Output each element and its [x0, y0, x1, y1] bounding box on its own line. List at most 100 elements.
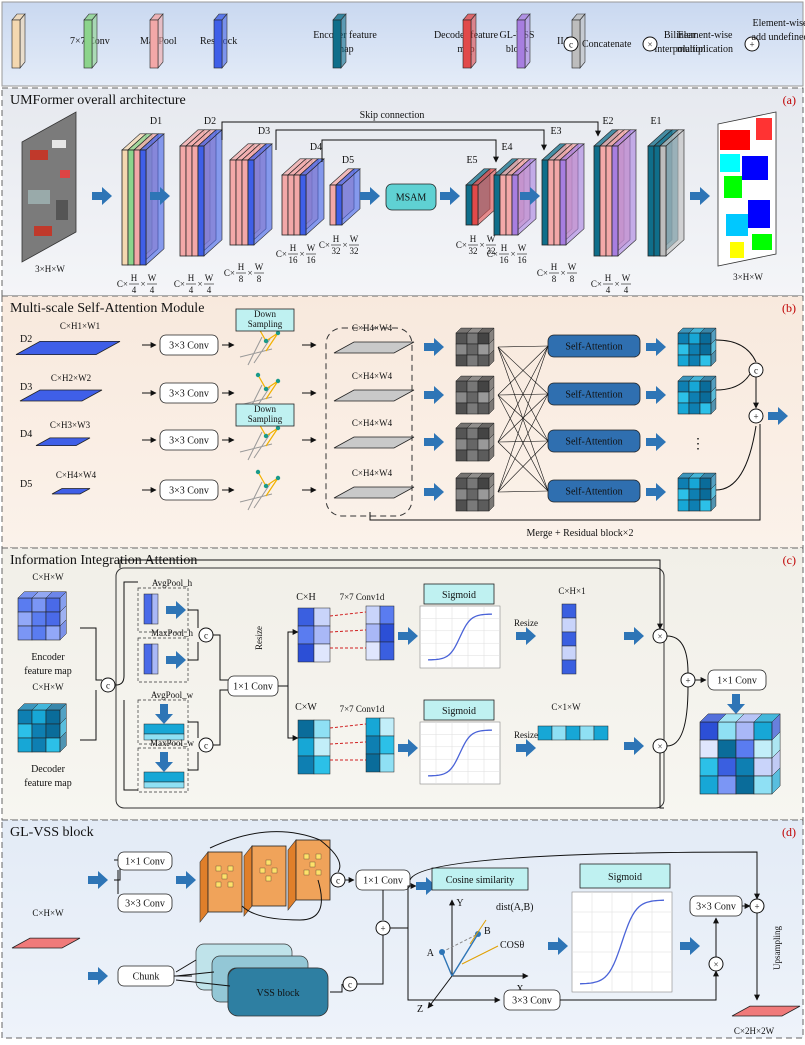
iia-arrow-h-sigmoid: [398, 627, 418, 645]
legend-swatch-glvss-side: [470, 13, 477, 69]
msa-scaled-plane-D5: [333, 486, 415, 499]
glvss-skip-top: [209, 831, 341, 873]
e5-layer-1: [471, 184, 479, 226]
d3-layer-3: [247, 159, 255, 246]
d4-layer-3: [299, 174, 307, 236]
msa-gray-cube-D3-side-2: [488, 397, 495, 415]
glvss-conv1x1-b-label: 1×1 Conv: [363, 876, 403, 887]
glvss-vss-out: [330, 984, 343, 993]
e2-dim-times: ×: [614, 279, 619, 289]
glvss-skip-to-add: [409, 851, 760, 900]
iia-ch1-cell-0: [561, 603, 577, 619]
e2-layer-2: [605, 145, 613, 257]
d1-dim-den1: 4: [132, 285, 137, 295]
e3-dim-times: ×: [560, 268, 565, 278]
msa-gray-cube-D2-front-2-2: [477, 354, 490, 367]
iia-decoder-cube-front-1-1: [31, 723, 47, 739]
glvss-feature-map-side-1: [243, 845, 253, 917]
msa-conv-D2-label: 3×3 Conv: [169, 341, 209, 352]
msa-gray-cube-D5-front-0-0: [455, 477, 468, 490]
msa-gray-cube-D2-front-0-2: [477, 332, 490, 345]
msa-gray-cube-D3-front-0-2: [477, 380, 490, 393]
glvss-to-conv3c: [407, 928, 501, 1003]
iia-encoder-cube-front-1-1: [31, 611, 47, 627]
d2-layer-2: [191, 145, 199, 257]
glvss-kernel-dot-0-1-1: [221, 873, 228, 880]
skip-connection-label: Skip connection: [360, 110, 425, 121]
iia-encoder-cube-front-0-1: [31, 597, 47, 613]
msa-scaled-dim-D4: C×H4×W4: [352, 418, 393, 428]
glvss-feature-map-0: [207, 851, 243, 913]
iia-pool-strip2-0: [151, 593, 159, 625]
e4-dim-num1: H: [501, 243, 508, 253]
iia-cw-cell-2-0: [297, 755, 315, 775]
legend-mult-op-symbol: ×: [647, 40, 652, 50]
glvss-dist-label: dist(A,B): [496, 902, 534, 913]
legend-swatch-encoder: [213, 19, 223, 69]
iia-pool-label-2: AvgPool_w: [151, 690, 194, 700]
iia-resize-label: Resize: [254, 626, 264, 650]
glvss-conv3c-to-mult: [560, 970, 719, 1001]
iia-conv-link-w-1: [329, 741, 367, 745]
d3-layer-0: [229, 159, 237, 246]
d2-layer-0: [179, 145, 187, 257]
msa-down-box-D4: [235, 403, 295, 427]
msa-attn-link-0-0: [497, 345, 549, 348]
d2-dim-den1: 4: [189, 285, 194, 295]
msa-gray-cube-D5-front-2-2: [477, 499, 490, 512]
d5-dim-num1: H: [333, 234, 340, 244]
arrow-d1-d2: [150, 187, 170, 205]
panel-a-title: UMFormer overall architecture: [10, 93, 186, 108]
msa-add-op-symbol: +: [753, 412, 758, 422]
msa-attn-link-3-3: [497, 490, 549, 493]
msa-out-cube-D5-front-0-1: [688, 477, 701, 490]
iia-output-cube-front-1-1: [717, 739, 737, 759]
iia-c1w-cell-0: [537, 725, 553, 741]
iia-conv-link-h-1: [329, 629, 367, 633]
msa-conv-D3-label: 3×3 Conv: [169, 389, 209, 400]
msa-down-label-D2-l2: Sampling: [248, 319, 283, 329]
msa-scaled-plane-D4: [333, 436, 415, 449]
iia-encoder-cube-front-0-2: [45, 597, 61, 613]
iia-conv-link-w-0: [329, 723, 367, 729]
iia-concat-h-symbol: c: [204, 631, 208, 641]
glvss-out-dim: C×2H×2W: [734, 1026, 775, 1036]
iia-pool-label-3: MaxPool_w: [150, 738, 195, 748]
d3-dim-den2: 8: [257, 274, 262, 284]
glvss-kernel-dot-2-0-0: [303, 853, 310, 860]
d5-dim-den1: 32: [332, 246, 341, 256]
msa-gray-cube-D3-front-2-0: [455, 402, 468, 415]
skip-d2-e2: [221, 121, 601, 140]
msa-gray-cube-D2-front-2-1: [466, 354, 479, 367]
e2-dim-c: C×: [591, 279, 602, 289]
iia-ch1-cell-4: [561, 659, 577, 675]
iia-decoder-cube-front-0-0: [17, 709, 33, 725]
glvss-conv3x3-label: 3×3 Conv: [125, 899, 165, 910]
msa-gray-cube-D5-front-2-1: [466, 499, 479, 512]
msa-down-label-D4-l2: Sampling: [248, 414, 283, 424]
glvss-vec-a: [441, 951, 453, 977]
msa-gray-cube-D3-front-0-0: [455, 380, 468, 393]
e3-dim-den2: 8: [570, 274, 575, 284]
msa-gray-cube-D3-front-1-2: [477, 391, 490, 404]
d5-dim-c: C×: [319, 240, 330, 250]
iia-concat-op: [100, 677, 116, 693]
msa-down-label-D2-l1: Down: [254, 309, 276, 319]
msa-gray-cube-D5-front-1-0: [455, 488, 468, 501]
d5-label: D5: [342, 155, 354, 166]
msa-out-cube-D3-front-2-0: [677, 402, 690, 415]
e4-dim-den2: 16: [518, 255, 528, 265]
legend-swatch-maxpool-side: [91, 13, 98, 69]
e5-dim-den2: 32: [487, 246, 496, 256]
e3-layer-3-side: [565, 143, 585, 246]
msa-self-attention-D2-label: Self-Attention: [565, 342, 622, 353]
iia-enc-to-concat: [80, 627, 102, 681]
iia-output-cube-front-3-0: [699, 775, 719, 795]
legend-swatch-glvss: [462, 19, 472, 69]
glvss-point-b: [475, 931, 481, 937]
glvss-dist-line: [441, 933, 479, 953]
d1-dim-times: ×: [140, 279, 145, 289]
msa-add-op: [748, 408, 764, 424]
glvss-point-a-label: A: [427, 948, 435, 959]
iia-ch-to-conv: [213, 634, 228, 681]
